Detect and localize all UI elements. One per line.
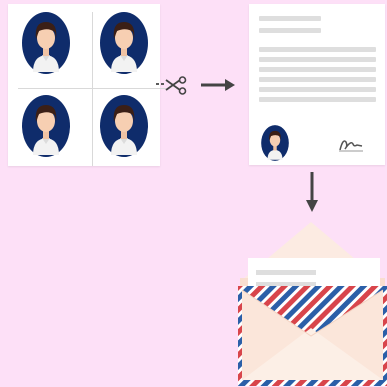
photo-sheet: [8, 4, 166, 166]
arrow-right-icon: [201, 79, 235, 91]
envelope-icon: [238, 222, 387, 386]
text-line: [259, 97, 376, 102]
arrow-down-icon: [306, 172, 318, 212]
text-line: [259, 16, 321, 21]
scissors-icon: [156, 76, 187, 95]
text-line: [259, 28, 321, 33]
form-document: [249, 4, 385, 165]
signature-icon: [339, 140, 363, 152]
text-line: [259, 67, 376, 72]
text-line: [259, 47, 376, 52]
text-line: [259, 87, 376, 92]
text-line: [259, 77, 376, 82]
cut-guide-horizontal: [18, 88, 166, 89]
portrait-icon: [22, 12, 70, 74]
portrait-icon: [100, 12, 148, 74]
portrait-icon: [100, 95, 148, 157]
cut-guide-vertical: [92, 12, 93, 166]
text-line: [259, 57, 376, 62]
portrait-icon: [261, 125, 289, 161]
portrait-icon: [22, 95, 70, 157]
